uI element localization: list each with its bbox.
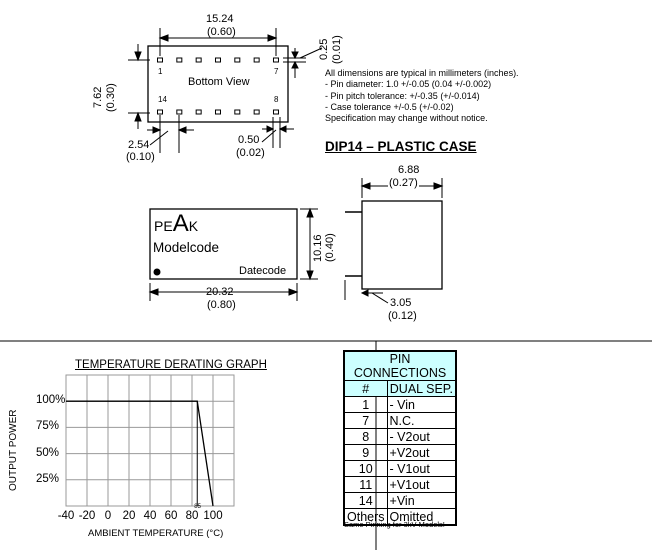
bottom-view-outline [147, 45, 289, 123]
plot-frame [65, 374, 235, 507]
height-mm: 7.62 [92, 86, 104, 108]
annotation-85: 85 [194, 504, 201, 510]
y-axis-label: OUTPUT POWER [8, 409, 19, 491]
pin-pad [157, 57, 163, 63]
pin-width-mm: 0.50 [238, 134, 260, 146]
pin-pad [195, 57, 202, 63]
pin-pad [272, 57, 279, 63]
side-view-outline [361, 200, 443, 290]
pin-pad [176, 109, 183, 115]
pin-width-in: (0.02) [236, 147, 265, 159]
pin-7-label: 7 [274, 67, 279, 76]
pin-pad [214, 109, 221, 115]
pin-function: N.C. [386, 412, 457, 429]
pitch-mm: 2.54 [128, 139, 150, 151]
front-view-outline [149, 208, 298, 280]
pin-14-label: 14 [158, 95, 167, 104]
pin-pad [253, 109, 260, 115]
case-title: DIP14 – PLASTIC CASE [325, 139, 477, 154]
pin-8-label: 8 [274, 95, 279, 104]
pin-function: +V2out [386, 444, 457, 461]
table-row: 10- V1out [343, 460, 457, 477]
pin-number: 14 [343, 492, 388, 509]
width-mm: 15.24 [206, 13, 234, 25]
pin-length-in: (0.12) [388, 310, 417, 322]
pin1-marker-dot [153, 268, 161, 276]
pin-pad [253, 57, 260, 63]
peak-logo: PEAK [154, 210, 199, 237]
pin-gap-mm: 0.25 [318, 38, 330, 60]
column-header: # [343, 380, 388, 397]
pin-function: - V2out [386, 428, 457, 445]
pin-pad [195, 109, 202, 115]
pin-number: 9 [343, 444, 388, 461]
length-in: (0.80) [207, 299, 236, 311]
table-row: 1- Vin [343, 396, 457, 413]
table-row: 11+V1out [343, 476, 457, 493]
note-line: Specification may change without notice. [325, 113, 488, 124]
y-tick-label: 25% [36, 472, 60, 485]
height-in: (0.30) [105, 83, 117, 112]
pin-number: 7 [343, 412, 388, 429]
y-tick-label: 50% [36, 446, 60, 459]
x-tick-label: 80 [185, 510, 199, 522]
pin-number: 8 [343, 428, 388, 445]
pin-function: - V1out [386, 460, 457, 477]
bottom-view-label: Bottom View [188, 76, 250, 88]
table-caption: Same Pinning for 3kV Models! [344, 520, 445, 529]
pin-pad [234, 57, 241, 63]
datecode-label: Datecode [239, 265, 287, 277]
pin-length-mm: 3.05 [390, 297, 412, 309]
note-line: - Case tolerance +/-0.5 (+/-0.02) [325, 101, 454, 112]
pin-pad [157, 109, 163, 115]
pin-gap-in: (0.01) [331, 35, 343, 64]
note-line: - Pin diameter: 1.0 +/-0.05 (0.04 +/-0.0… [325, 79, 492, 90]
depth-mm: 6.88 [398, 164, 420, 176]
column-header: DUAL SEP. [386, 380, 457, 397]
x-tick-label: -40 [57, 510, 75, 522]
length-mm: 20.32 [206, 286, 234, 298]
table-row: 9+V2out [343, 444, 457, 461]
table-row: 8- V2out [343, 428, 457, 445]
table-title: PIN CONNECTIONS [343, 350, 457, 381]
pin-pad [176, 57, 183, 63]
chart-title: TEMPERATURE DERATING GRAPH [75, 359, 267, 371]
x-tick-label: 0 [104, 510, 112, 522]
pin-function: Omitted [386, 508, 457, 526]
width-in: (0.60) [207, 26, 236, 38]
y-tick-label: 75% [36, 420, 60, 433]
pin-number: 11 [343, 476, 388, 493]
pin-1-label: 1 [158, 67, 163, 76]
depth-in: (0.27) [388, 177, 419, 189]
x-tick-label: -20 [78, 510, 96, 522]
pin-function: - Vin [386, 396, 457, 413]
dimension-notes: All dimensions are typical in millimeter… [325, 68, 519, 124]
modelcode-label: Modelcode [153, 240, 220, 255]
pin-pad [272, 109, 279, 115]
pin-pad [234, 109, 241, 115]
x-tick-label: 40 [143, 510, 157, 522]
note-line: - Pin pitch tolerance: +/-0.35 (+/-0.014… [325, 90, 480, 101]
pin-number: Others [343, 508, 388, 526]
height-in-front: (0.40) [324, 233, 336, 262]
pin-number: 10 [343, 460, 388, 477]
note-line: All dimensions are typical in millimeter… [325, 68, 519, 78]
x-tick-label: 60 [164, 510, 178, 522]
pin-function: +Vin [386, 492, 457, 509]
x-tick-label: 100 [203, 510, 223, 522]
height-mm-front: 10.16 [312, 234, 324, 262]
x-axis-label: AMBIENT TEMPERATURE (°C) [88, 528, 224, 539]
pin-pad [214, 57, 221, 63]
x-tick-label: 20 [122, 510, 136, 522]
pin-number: 1 [343, 396, 388, 413]
pitch-in: (0.10) [126, 151, 155, 163]
pin-function: +V1out [386, 476, 457, 493]
y-tick-label: 100% [36, 394, 66, 407]
pin-pads [157, 57, 279, 115]
table-row: 14+Vin [343, 492, 457, 509]
